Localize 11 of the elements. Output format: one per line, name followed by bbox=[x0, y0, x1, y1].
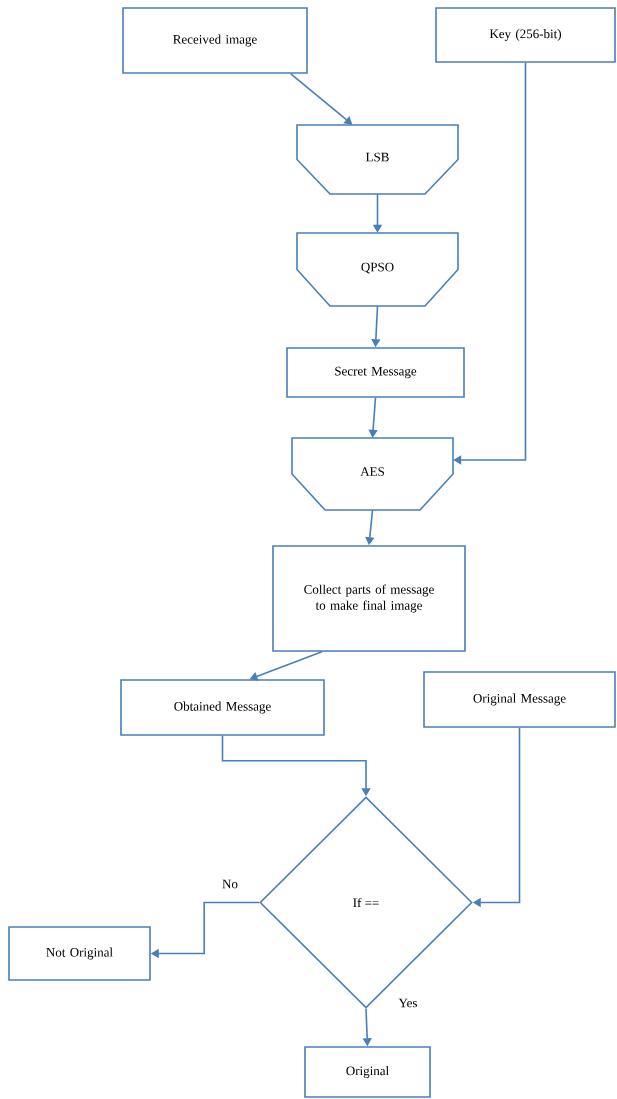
process-box: Collect parts of message to make final image bbox=[272, 545, 466, 652]
arrow bbox=[290, 73, 353, 125]
process-box: Secret Message bbox=[286, 347, 465, 398]
terminal-box: Original bbox=[304, 1046, 431, 1098]
edge-label: No bbox=[221, 878, 239, 890]
input-box: Original Message bbox=[423, 671, 616, 728]
process-box: Received image bbox=[122, 7, 308, 74]
terminal-box: Not Original bbox=[8, 926, 151, 981]
process-box: Obtained Message bbox=[120, 679, 325, 736]
edge-label: Yes bbox=[397, 997, 419, 1009]
input-box: Key (256-bit) bbox=[435, 7, 616, 63]
